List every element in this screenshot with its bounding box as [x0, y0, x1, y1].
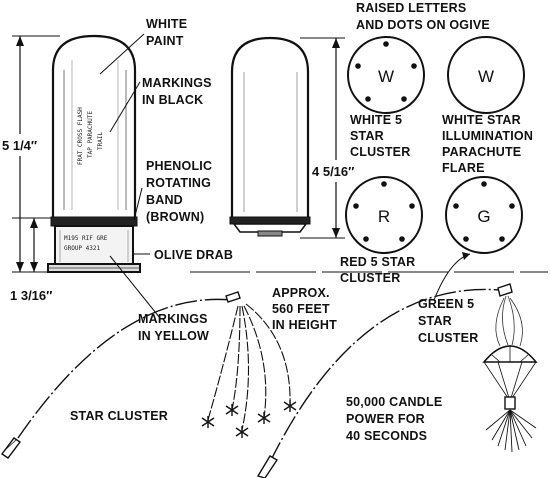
illumination-candle — [504, 396, 516, 410]
label-green-5-star-cluster: GREEN 5 STAR CLUSTER — [418, 297, 478, 345]
label-candle-power: 50,000 CANDLE POWER FOR 40 SECONDS — [346, 395, 446, 443]
overall-length-label: 5 1/4″ — [2, 138, 37, 153]
black-marking-3: TRAIL — [97, 132, 104, 150]
ogive-letter-white-flare: W — [478, 67, 494, 86]
label-markings-yellow: MARKINGS IN YELLOW — [138, 312, 211, 343]
ogive-letter-red-cluster: R — [378, 207, 390, 226]
star-burst-5 — [283, 400, 297, 412]
mid-length-dimension — [300, 37, 345, 239]
star-burst-4 — [257, 412, 271, 424]
olive-drab-base — [54, 225, 134, 265]
star-burst-3 — [235, 426, 249, 438]
ogive-green-cluster: G — [445, 176, 523, 254]
ogive-red-cluster: R — [345, 176, 423, 254]
label-white-paint: WHITE PAINT — [146, 17, 191, 48]
label-star-cluster: STAR CLUSTER — [70, 409, 168, 423]
flare-light-rays — [485, 409, 537, 453]
parachute-flare-trajectory — [256, 252, 538, 478]
ogive-white-cluster: W — [347, 36, 425, 114]
black-marking-2: TAP PARACHUTE — [87, 111, 94, 158]
star-burst-1 — [201, 416, 215, 428]
yellow-marking-1: M195 RIF GRE — [64, 235, 108, 242]
label-red-5-star-cluster: RED 5 STAR CLUSTER — [340, 255, 419, 285]
label-white-star-parachute-flare: WHITE STAR ILLUMINATION PARACHUTE FLARE — [442, 113, 537, 175]
ogive-letter-green-cluster: G — [477, 207, 490, 226]
middle-rotating-band — [229, 216, 311, 225]
left-flare-body — [51, 34, 137, 218]
label-raised-letters: RAISED LETTERS AND DOTS ON OGIVE — [356, 1, 490, 32]
label-markings-black: MARKINGS IN BLACK — [142, 76, 215, 107]
ogive-letter-white-cluster: W — [378, 67, 394, 86]
label-white-5-star-cluster: WHITE 5 STAR CLUSTER — [350, 113, 410, 159]
middle-flare-body — [230, 36, 310, 218]
middle-flare-cartridge — [229, 36, 311, 237]
label-olive-drab: OLIVE DRAB — [154, 248, 233, 262]
base-length-dimension — [12, 217, 52, 272]
mid-length-label: 4 5/16″ — [312, 164, 354, 179]
overall-length-dimension — [12, 35, 60, 273]
yellow-marking-2: GROUP 4321 — [64, 245, 101, 252]
star-burst-2 — [225, 404, 239, 416]
star-cluster-trajectory — [0, 291, 297, 459]
left-flare-cartridge: FRAT CROSS FLASH TAP PARACHUTE TRAIL M19… — [47, 34, 141, 273]
black-marking-1: FRAT CROSS FLASH — [77, 107, 84, 165]
left-callout-leaders — [99, 33, 161, 319]
ogive-white-flare: W — [447, 36, 525, 114]
label-phenolic-band: PHENOLIC ROTATING BAND (BROWN) — [146, 159, 216, 224]
label-approx-height: APPROX. 560 FEET IN HEIGHT — [272, 286, 337, 332]
phenolic-rotating-band — [50, 216, 138, 227]
base-length-label: 1 3/16″ — [10, 288, 52, 303]
